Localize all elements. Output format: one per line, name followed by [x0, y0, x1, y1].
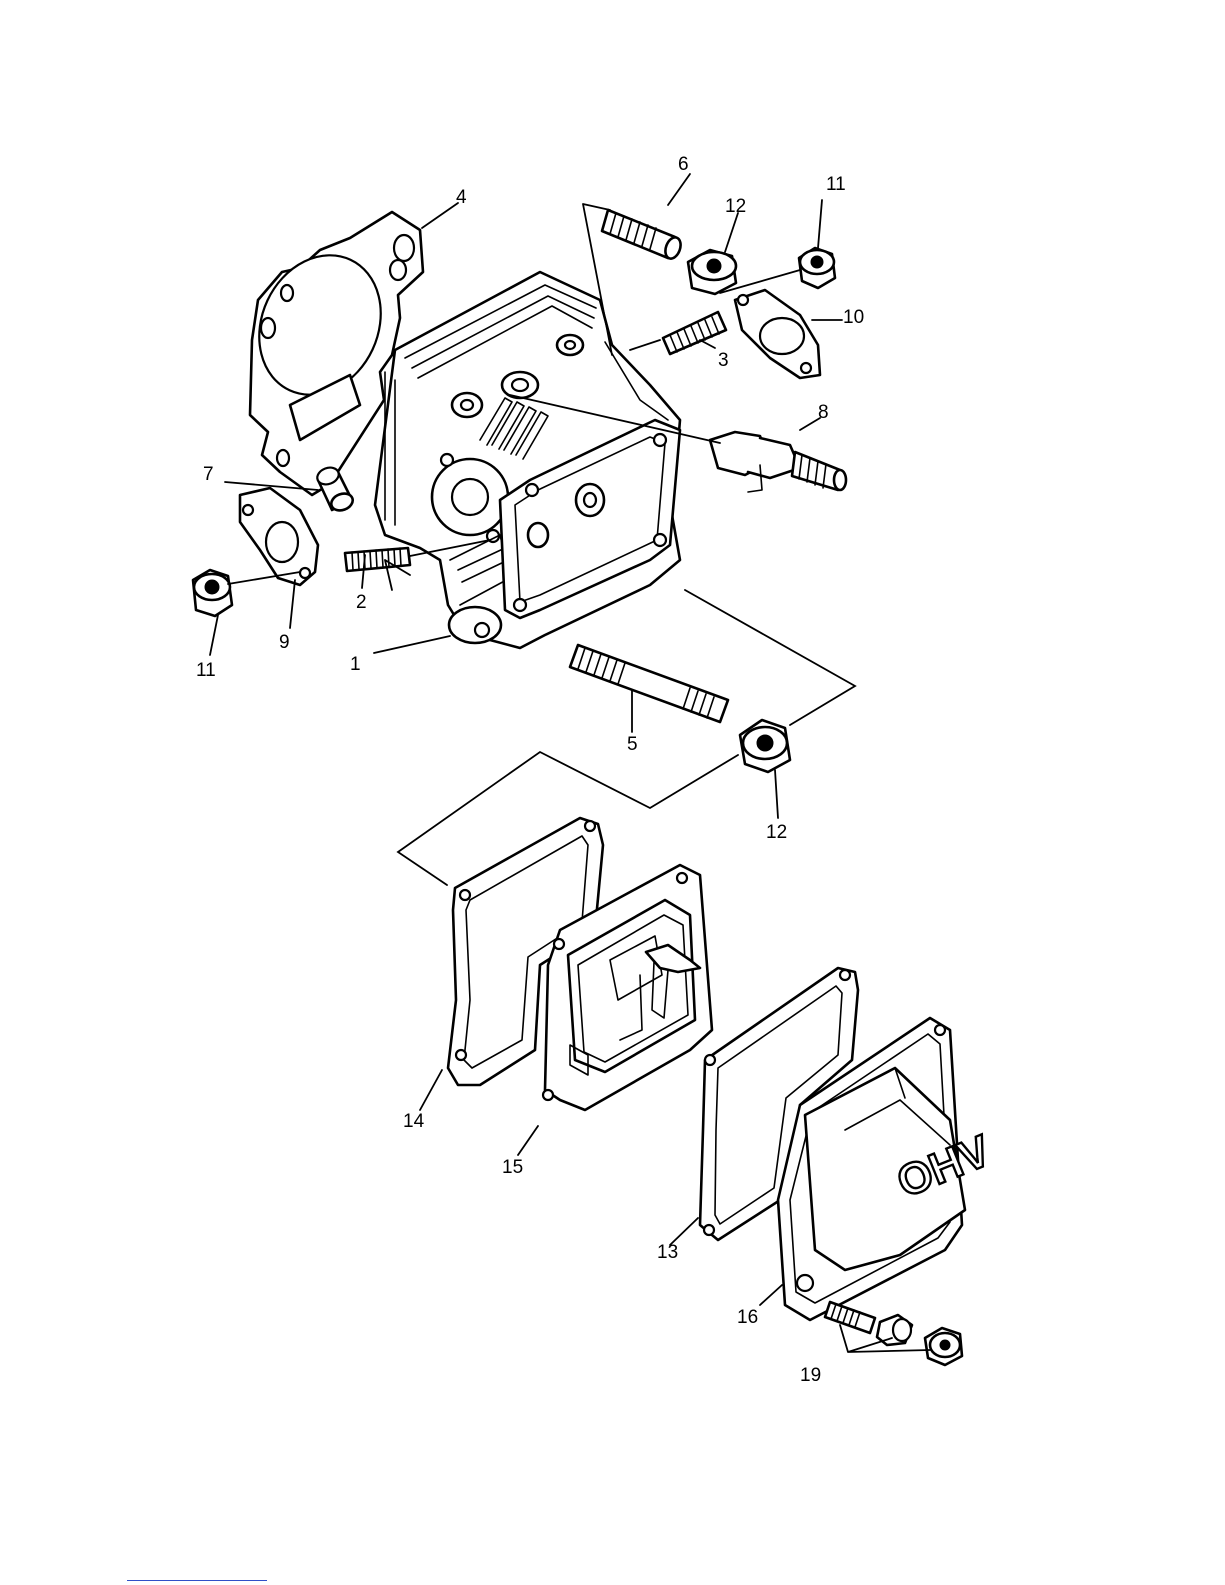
callout-9: 9	[279, 632, 290, 653]
part-12-flange-nut-bottom	[740, 720, 790, 772]
part-8-spark-plug	[710, 432, 846, 492]
callout-7: 7	[203, 464, 214, 485]
part-19-bolt-set	[825, 1302, 962, 1365]
part-7-dowel-pin	[315, 465, 355, 514]
callout-3: 3	[718, 350, 729, 371]
part-10-exhaust-gasket	[735, 290, 820, 378]
callout-5: 5	[627, 734, 638, 755]
callout-19: 19	[800, 1365, 821, 1386]
callout-12-top: 12	[725, 196, 746, 217]
callout-16: 16	[737, 1307, 758, 1328]
part-6-stud	[602, 210, 683, 261]
bottom-rule	[127, 1580, 267, 1581]
part-3-stud	[663, 312, 726, 354]
part-11-flange-nut-left	[193, 570, 232, 616]
callout-11-top: 11	[826, 174, 846, 195]
part-11-flange-nut-right	[799, 248, 835, 288]
part-1-cylinder-head	[375, 272, 680, 648]
callout-4: 4	[456, 187, 467, 208]
callout-11-left: 11	[196, 660, 216, 681]
part-5-stud	[570, 645, 728, 722]
callout-8: 8	[818, 402, 829, 423]
part-12-flange-nut-top	[688, 250, 736, 294]
callout-6: 6	[678, 154, 689, 175]
callout-1: 1	[350, 654, 361, 675]
callout-14: 14	[403, 1111, 425, 1132]
callout-12-bottom: 12	[766, 822, 787, 843]
callout-13: 13	[657, 1242, 678, 1263]
part-9-intake-gasket	[240, 488, 318, 585]
callout-10: 10	[843, 307, 864, 328]
part-2-stud	[345, 548, 410, 571]
callout-15: 15	[502, 1157, 523, 1178]
callout-2: 2	[356, 592, 367, 613]
